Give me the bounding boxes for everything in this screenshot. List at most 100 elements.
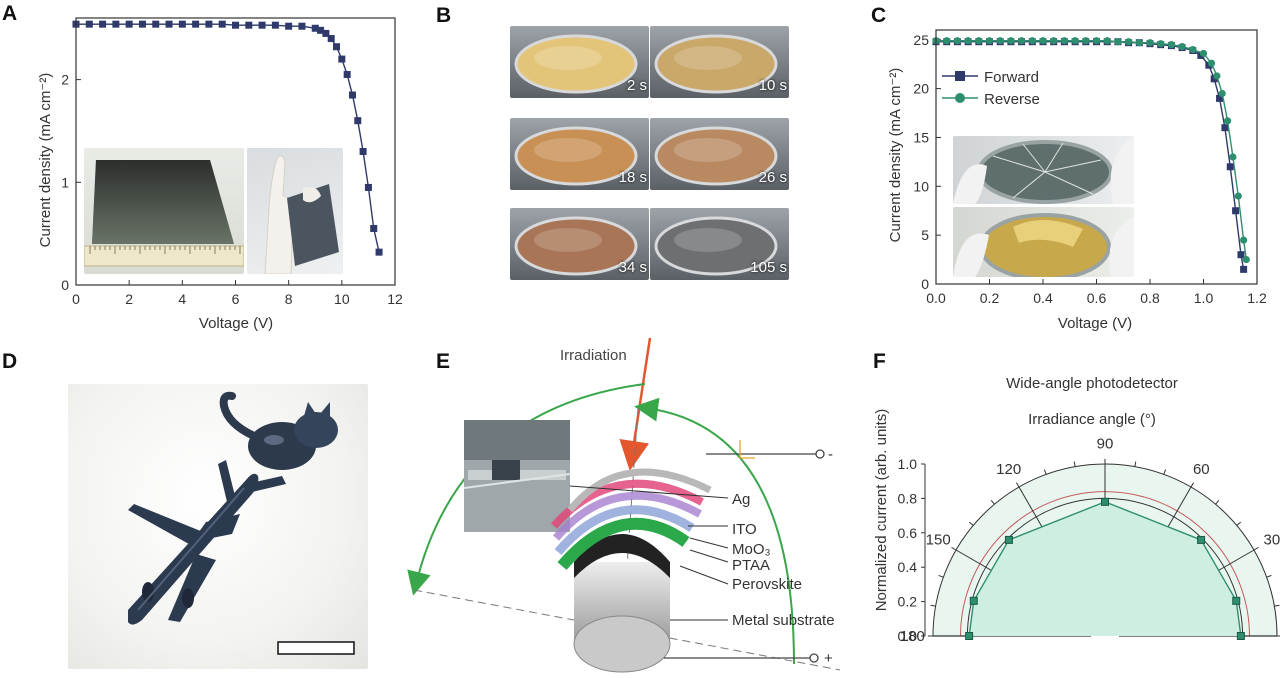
chart-f-subtitle: Irradiance angle (°): [1028, 411, 1156, 428]
angle-tick-label: 150: [926, 532, 951, 549]
data-point: [333, 43, 341, 51]
drying-photo-4: 26 s: [650, 118, 789, 190]
data-point: [985, 37, 994, 45]
data-point: [138, 20, 146, 28]
data-point: [354, 117, 362, 125]
panel-label-f: F: [873, 350, 886, 373]
panel-label-e: E: [436, 350, 451, 373]
chart-f: Wide-angle photodetector Irradiance angl…: [873, 375, 1280, 645]
data-point: [1178, 43, 1186, 51]
data-point: [1229, 153, 1237, 161]
panel-e-schematic: Irradiation AgITOMoO₃PTAAPerovskiteMetal…: [407, 337, 841, 673]
data-point: [964, 37, 972, 45]
drying-time-label: 2 s: [626, 77, 647, 94]
data-point: [1223, 117, 1232, 125]
panel-label-c: C: [871, 4, 887, 27]
data-point: [1242, 255, 1250, 264]
data-point: [218, 20, 226, 28]
layer-label: Ag: [732, 491, 750, 508]
x-tick-label: 0.8: [1140, 290, 1160, 306]
angle-arrow-right: [634, 397, 795, 665]
data-point: [1189, 45, 1197, 54]
data-point: [112, 20, 120, 28]
data-point: [1114, 38, 1122, 46]
data-point: [285, 22, 293, 30]
data-point: [975, 37, 983, 45]
layer-label: PTAA: [732, 557, 770, 574]
data-point: [1101, 497, 1109, 506]
legend-forward: Forward: [984, 69, 1039, 86]
data-point: [965, 632, 974, 640]
layer-label: Metal substrate: [732, 612, 835, 629]
drying-time-label: 105 s: [750, 259, 787, 276]
r-tick-label: 0.2: [898, 594, 918, 610]
y-tick-label: 15: [913, 129, 929, 145]
chart-f-title: Wide-angle photodetector: [1006, 375, 1178, 392]
irradiation-arrow: [619, 337, 652, 471]
x-tick-label: 10: [334, 291, 350, 307]
data-point: [311, 24, 319, 32]
data-point: [205, 20, 213, 28]
data-point: [125, 20, 133, 28]
r-tick-label: 0.6: [898, 525, 918, 541]
perovskite-film-photo: [84, 148, 244, 274]
y-tick-label: 2: [61, 72, 69, 88]
data-point: [1167, 41, 1175, 49]
data-point: [364, 183, 372, 191]
metal-cylinder: [573, 534, 671, 673]
data-point: [1007, 37, 1015, 45]
data-point: [258, 21, 266, 29]
terminal-plus: +: [824, 650, 833, 667]
y-tick-label: 0: [921, 276, 929, 292]
irradiation-label: Irradiation: [560, 347, 627, 364]
data-point: [343, 70, 351, 78]
data-point: [1236, 632, 1245, 640]
layer-label: MoO₃: [732, 541, 771, 558]
data-point: [1050, 37, 1058, 45]
data-point: [327, 35, 335, 43]
y-tick-label: 1: [61, 174, 69, 190]
airplane-model: [128, 460, 286, 625]
x-tick-label: 0: [72, 291, 80, 307]
data-point: [1213, 72, 1221, 80]
x-tick-label: 0.2: [980, 290, 1000, 306]
drying-photo-3: 18 s: [510, 118, 649, 190]
data-point: [1240, 236, 1248, 244]
data-point: [1210, 75, 1218, 83]
data-point: [1221, 124, 1229, 132]
data-point: [1197, 535, 1206, 544]
angle-tick-label: 180: [900, 628, 925, 645]
data-point: [1039, 37, 1047, 45]
data-point: [322, 29, 330, 37]
data-point: [99, 20, 107, 28]
data-point: [178, 20, 186, 28]
drying-photo-5: 34 s: [510, 208, 649, 280]
layer-label: ITO: [732, 521, 757, 538]
data-point: [1103, 37, 1111, 45]
r-tick-label: 1.0: [898, 456, 918, 472]
x-tick-label: 0.4: [1033, 290, 1053, 306]
series-line: [936, 40, 1247, 260]
data-point: [1218, 89, 1226, 98]
data-point: [1018, 37, 1026, 45]
data-point: [1125, 38, 1133, 46]
chart-a-ylabel: Current density (mA cm⁻²): [37, 73, 54, 248]
terminal-minus: -: [828, 446, 833, 463]
data-point: [996, 37, 1004, 45]
x-tick-label: 6: [232, 291, 240, 307]
data-point: [1060, 37, 1068, 45]
panel-label-b: B: [436, 4, 452, 27]
drying-photo-6: 105 s: [650, 208, 789, 280]
x-tick-label: 2: [125, 291, 133, 307]
data-point: [359, 148, 367, 155]
r-tick-label: 0.4: [898, 559, 918, 575]
angle-tick-label: 60: [1193, 461, 1210, 478]
drying-time-label: 34 s: [618, 259, 647, 276]
data-point: [245, 21, 253, 29]
y-tick-label: 0: [61, 277, 69, 293]
x-tick-label: 8: [285, 291, 293, 307]
data-point: [317, 26, 325, 34]
chart-a-xlabel: Voltage (V): [199, 315, 273, 332]
x-tick-label: 4: [178, 291, 186, 307]
